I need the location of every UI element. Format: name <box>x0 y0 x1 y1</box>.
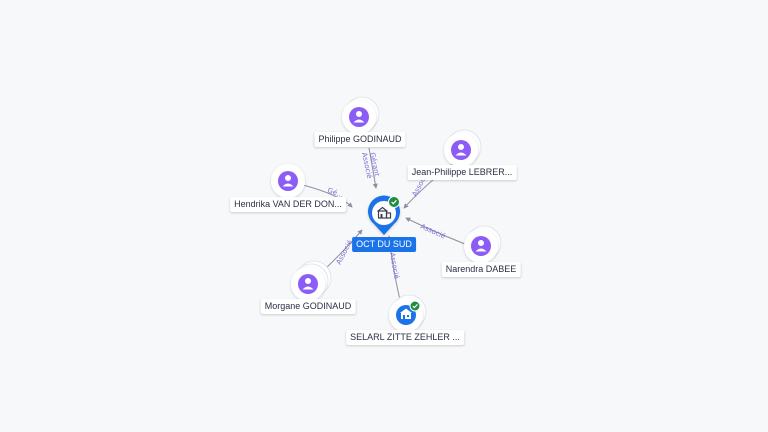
node-label-narendra[interactable]: Narendra DABEE <box>441 262 521 277</box>
node-morgane[interactable] <box>291 260 332 301</box>
edge-philippe[interactable] <box>368 147 378 189</box>
node-label-jean-philippe[interactable]: Jean-Philippe LEBRER... <box>407 165 517 180</box>
node-label-selarl[interactable]: SELARL ZITTE ZEHLER ... <box>346 330 464 345</box>
node-label-morgane[interactable]: Morgane GODINAUD <box>260 299 356 314</box>
person-icon <box>471 236 491 256</box>
node-label-philippe[interactable]: Philippe GODINAUD <box>314 132 406 147</box>
edge-hendrika[interactable] <box>302 184 353 208</box>
building-icon <box>396 305 416 325</box>
edge-label-narendra: Associé <box>419 223 446 241</box>
edge-narendra[interactable] <box>405 217 466 245</box>
edge-label-selarl: Associé <box>388 252 400 279</box>
node-narendra[interactable] <box>464 225 502 263</box>
center-node[interactable] <box>368 195 400 235</box>
node-label-hendrika[interactable]: Hendrika VAN DER DON... <box>230 197 346 212</box>
person-icon <box>278 171 298 191</box>
node-jean-philippe[interactable] <box>444 129 482 167</box>
person-icon <box>349 107 369 127</box>
building-icon <box>377 206 392 219</box>
person-icon <box>451 140 471 160</box>
node-hendrika[interactable] <box>271 164 305 198</box>
person-icon <box>298 274 318 294</box>
node-selarl[interactable] <box>389 294 427 332</box>
verified-badge-icon <box>388 196 400 208</box>
verified-badge-icon <box>409 300 421 312</box>
node-philippe[interactable] <box>342 96 380 134</box>
center-label[interactable]: OCT DU SUD <box>352 237 416 252</box>
